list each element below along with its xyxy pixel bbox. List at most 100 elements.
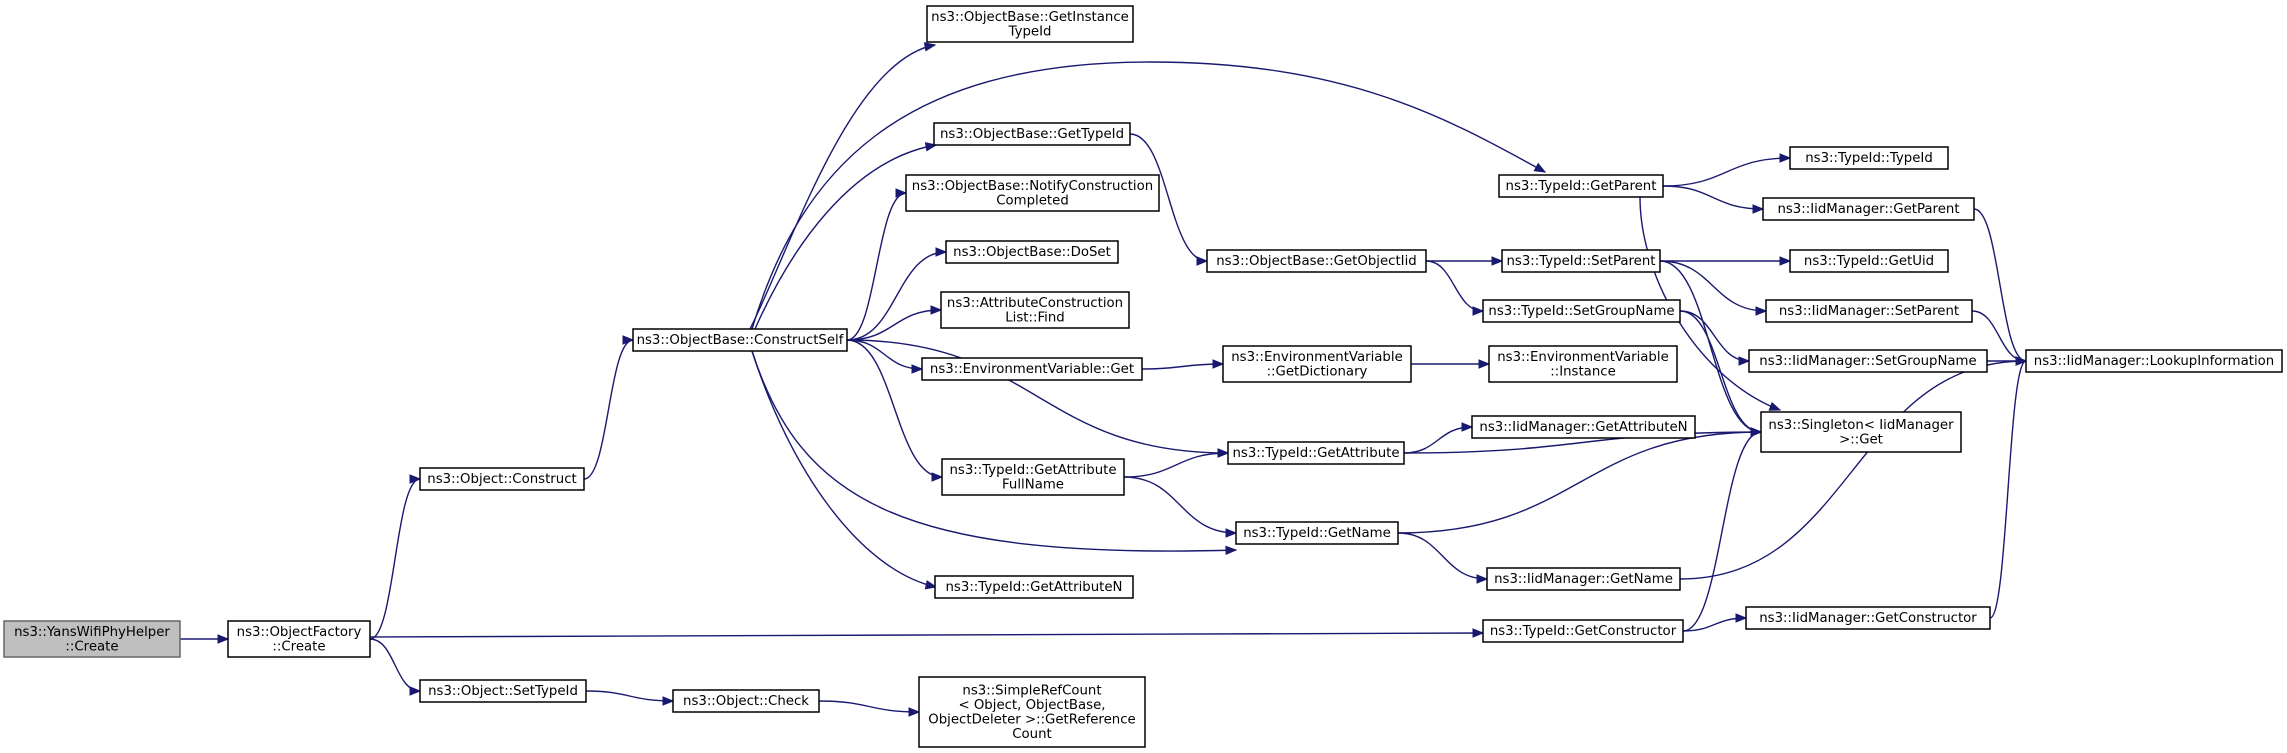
node-obj-construct[interactable]: ns3::Object::Construct (419, 467, 585, 491)
node-ob-gettypeid[interactable]: ns3::ObjectBase::GetTypeId (933, 122, 1131, 146)
node-box (933, 122, 1131, 146)
edge-line (1397, 431, 1762, 534)
edge-tid_getattrfullname-to-tid_getattribute (1123, 448, 1230, 478)
edge-ob_constructself-to-ob_gettypeid (754, 142, 938, 330)
node-label: ns3::IidManager::GetParent (1777, 202, 1959, 217)
node-box (227, 620, 371, 658)
node-iid-getconstructor[interactable]: ns3::IidManager::GetConstructor (1745, 606, 1991, 630)
node-ob-doset[interactable]: ns3::ObjectBase::DoSet (945, 240, 1119, 264)
node-iid-getname[interactable]: ns3::IidManager::GetName (1486, 567, 1681, 591)
node-yans-create: ns3::YansWifiPhyHelper::Create (3, 620, 181, 658)
edge-line (1123, 476, 1237, 534)
node-tid-setgroupname[interactable]: ns3::TypeId::SetGroupName (1482, 299, 1681, 323)
node-label: ::Create (272, 639, 325, 654)
edge-iid_getconstructor-to-iid_lookup (1989, 356, 2028, 619)
edge-ob_getobjectiid-to-tid_setgroupname (1425, 260, 1485, 316)
edge-line (846, 192, 907, 341)
node-ob-getobjectiid[interactable]: ns3::ObjectBase::GetObjectIid (1206, 249, 1427, 273)
node-iid-lookup[interactable]: ns3::IidManager::LookupInformation (2025, 349, 2283, 373)
edge-line (1662, 157, 1791, 187)
node-iid-getparent[interactable]: ns3::IidManager::GetParent (1762, 197, 1975, 221)
node-box (2025, 349, 2283, 373)
node-label: ns3::ObjectBase::ConstructSelf (637, 333, 844, 348)
node-label: < Object, ObjectBase, (958, 698, 1105, 713)
node-tid-getconstructor[interactable]: ns3::TypeId::GetConstructor (1482, 619, 1684, 643)
node-ob-constructself[interactable]: ns3::ObjectBase::ConstructSelf (632, 328, 848, 352)
node-tid-getattrn[interactable]: ns3::TypeId::GetAttributeN (934, 575, 1134, 599)
edge-arrowhead (1478, 359, 1491, 369)
node-box (1789, 146, 1949, 170)
node-label: ns3::IidManager::SetGroupName (1759, 354, 1976, 369)
node-label: ns3::Object::Check (683, 694, 809, 709)
node-label: ns3::TypeId::GetName (1243, 526, 1391, 541)
edge-ob_constructself-to-tid_getattrn (751, 350, 938, 590)
edge-line (1659, 260, 1767, 312)
edge-yans_create-to-of_create (179, 634, 230, 644)
node-box (1486, 567, 1681, 591)
node-box (1762, 197, 1975, 221)
node-obj-check[interactable]: ns3::Object::Check (672, 689, 820, 713)
edge-line (369, 478, 421, 640)
edge-line (1123, 452, 1229, 478)
edge-arrowhead (217, 634, 230, 644)
edge-tid_getname-to-iid_getname (1397, 532, 1489, 584)
edge-tid_getparent-to-iid_getparent (1662, 185, 1765, 214)
node-singleton-get[interactable]: ns3::Singleton< IidManager>::Get (1760, 411, 1962, 453)
node-iid-setgroupname[interactable]: ns3::IidManager::SetGroupName (1748, 349, 1988, 373)
node-label: ns3::TypeId::GetAttribute (1232, 446, 1399, 461)
node-box (672, 689, 820, 713)
node-of-create[interactable]: ns3::ObjectFactory::Create (227, 620, 371, 658)
edge-line (1989, 360, 2027, 619)
node-box (905, 174, 1160, 212)
edge-line (1425, 260, 1484, 312)
node-ob-notify[interactable]: ns3::ObjectBase::NotifyConstructionCompl… (905, 174, 1160, 212)
node-tid-getattribute[interactable]: ns3::TypeId::GetAttribute (1227, 441, 1405, 465)
edge-line (1662, 185, 1764, 210)
node-tid-setparent[interactable]: ns3::TypeId::SetParent (1501, 249, 1661, 273)
node-label: ns3::EnvironmentVariable (1497, 350, 1669, 365)
node-obj-settypeid[interactable]: ns3::Object::SetTypeId (419, 679, 587, 703)
node-iid-setparent[interactable]: ns3::IidManager::SetParent (1765, 299, 1973, 323)
node-env-get[interactable]: ns3::EnvironmentVariable::Get (921, 357, 1143, 381)
node-label: >::Get (1839, 432, 1883, 447)
node-simplerefcount[interactable]: ns3::SimpleRefCount< Object, ObjectBase,… (918, 676, 1146, 748)
node-env-getdict[interactable]: ns3::EnvironmentVariable::GetDictionary (1222, 345, 1412, 383)
node-box (419, 467, 585, 491)
node-box (1748, 349, 1988, 373)
node-box (1488, 345, 1678, 383)
edge-tid_setparent-to-iid_setparent (1659, 260, 1768, 316)
edge-line (846, 339, 1229, 454)
edge-arrowhead (409, 686, 422, 696)
node-iid-getattrn[interactable]: ns3::IidManager::GetAttributeN (1471, 415, 1696, 439)
edge-line (1973, 208, 2027, 362)
edge-arrowhead (1779, 256, 1792, 266)
node-tid-getparent[interactable]: ns3::TypeId::GetParent (1498, 174, 1664, 198)
edge-arrowhead (1738, 356, 1751, 366)
edge-tid_setgroupname-to-iid_setgroupname (1679, 310, 1751, 366)
edge-arrowhead (409, 474, 422, 484)
edge-line (846, 339, 923, 370)
edges-layer (179, 42, 2028, 717)
edge-ob_constructself-to-ob_getinstancetypeid (749, 42, 937, 330)
node-tid-typeid[interactable]: ns3::TypeId::TypeId (1789, 146, 1949, 170)
node-tid-getname[interactable]: ns3::TypeId::GetName (1235, 521, 1399, 545)
node-box (941, 458, 1125, 496)
node-box (940, 291, 1130, 329)
node-box (1498, 174, 1664, 198)
node-label: ns3::TypeId::TypeId (1805, 151, 1933, 166)
node-label: ns3::IidManager::GetAttributeN (1479, 420, 1687, 435)
edge-arrowhead (1768, 401, 1782, 411)
edge-line (754, 144, 937, 330)
edge-line (369, 638, 421, 692)
edge-line (369, 632, 1484, 638)
node-label: ns3::TypeId::GetUid (1804, 254, 1934, 269)
node-box (1471, 415, 1696, 439)
node-box (1760, 411, 1962, 453)
node-tid-getuid[interactable]: ns3::TypeId::GetUid (1789, 249, 1949, 273)
node-env-instance[interactable]: ns3::EnvironmentVariable::Instance (1488, 345, 1678, 383)
edge-line (1682, 431, 1762, 632)
node-box (1745, 606, 1991, 630)
